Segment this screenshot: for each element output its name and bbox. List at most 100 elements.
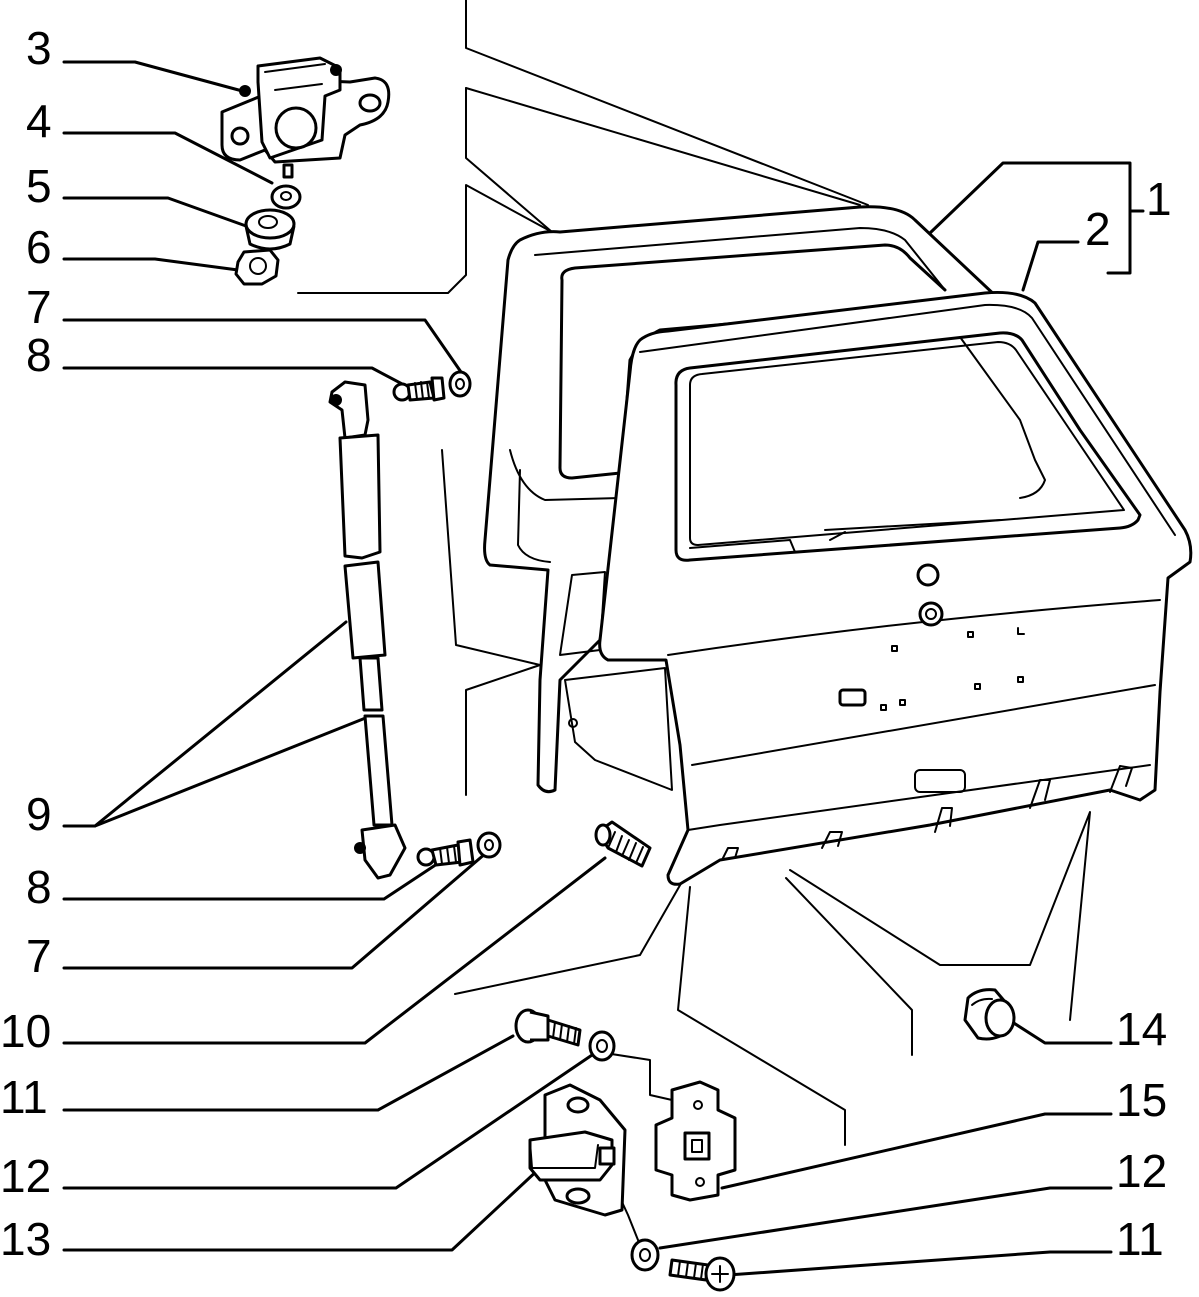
- tailgate-door-top-edge: [639, 303, 1176, 536]
- tailgate-door-glass-line: [959, 336, 1046, 499]
- guide-latch-b: [677, 886, 846, 1146]
- label-4: 4: [26, 95, 52, 147]
- leader-3: [62, 60, 248, 94]
- ball-stud-8-lower: [416, 838, 475, 867]
- tailgate-door-clips: [880, 627, 1025, 711]
- latch-13-slot-bottom: [565, 1187, 591, 1205]
- hinge-bracket-fold: [264, 63, 326, 91]
- label-3: 3: [26, 22, 52, 74]
- label-7-lower: 7: [26, 930, 52, 982]
- leader-1-bracket: [1106, 161, 1132, 275]
- tailgate-door-lower-crease: [687, 764, 1151, 831]
- washer-7-upper: [448, 370, 472, 398]
- washer-7-upper-hole: [455, 378, 465, 390]
- washer-4: [270, 184, 302, 210]
- tailgate-door-lock: [918, 601, 944, 627]
- label-7-upper: 7: [26, 281, 52, 333]
- leader-lines: [62, 60, 1145, 1277]
- leader-11-left: [62, 1034, 515, 1112]
- gas-strut-lower-end: [360, 823, 407, 880]
- tailgate-door-lock-core: [925, 608, 937, 620]
- bush-5: [244, 208, 296, 240]
- rubber-buffer-14: [963, 988, 1016, 1041]
- label-1: 1: [1146, 173, 1172, 225]
- leader-10: [62, 856, 607, 1045]
- label-13: 13: [0, 1213, 51, 1265]
- tailgate-shell: [483, 205, 1002, 794]
- label-10: 10: [0, 1005, 51, 1057]
- washer-4-hole: [280, 191, 292, 201]
- label-2: 2: [1085, 203, 1111, 255]
- label-5: 5: [26, 160, 52, 212]
- hinge-stud: [282, 163, 294, 179]
- strut-fasteners: [392, 370, 502, 867]
- washer-12-left: [588, 1030, 616, 1062]
- guide-bumper: [789, 811, 1091, 1021]
- label-12-left: 12: [0, 1150, 51, 1202]
- hinge-slot-left: [230, 126, 250, 146]
- gas-strut-cylinder-lower: [343, 560, 387, 660]
- leader-9-b: [93, 715, 370, 828]
- tailgate-door-trim-tabs: [721, 765, 1133, 861]
- tailgate-shell-outline: [483, 205, 1002, 794]
- latch-13-body-edge: [529, 1141, 599, 1169]
- hinge-pin-left: [239, 85, 251, 97]
- leader-11-right: [726, 1250, 1113, 1277]
- washer-7-lower: [476, 831, 502, 859]
- leader-15: [720, 1112, 1113, 1190]
- latch-13: [528, 1083, 627, 1217]
- tailgate-door-glass: [689, 341, 1125, 546]
- leader-5: [62, 196, 248, 228]
- tailgate-door-handle: [914, 769, 966, 793]
- hinge-slot-right: [358, 93, 382, 113]
- nut-6-hole: [249, 257, 267, 275]
- guide-top-hinge-c: [465, 87, 553, 233]
- label-11-right: 11: [1116, 1213, 1164, 1265]
- leader-12-right: [658, 1186, 1113, 1250]
- washer-12-right: [630, 1238, 660, 1272]
- leader-7-upper: [62, 318, 463, 374]
- striker-15-hole-top: [693, 1100, 703, 1110]
- nut-6: [234, 248, 280, 286]
- bolt-11-left: [514, 1008, 582, 1047]
- gas-strut-upper-ball: [330, 394, 342, 406]
- tailgate-door: [598, 291, 1193, 886]
- tailgate-shell-window-frame: [534, 227, 946, 291]
- tailgate-door-plate-light: [838, 688, 867, 707]
- label-15: 15: [1116, 1074, 1167, 1126]
- label-12-right: 12: [1116, 1145, 1167, 1197]
- latch-13-slot-top: [566, 1096, 590, 1114]
- hinge-pivot-hole: [274, 106, 318, 150]
- guide-latch-c: [785, 877, 913, 1056]
- gas-strut-lower-ball: [354, 842, 366, 854]
- screw-11-right: [668, 1256, 736, 1292]
- gas-strut-upper-end: [328, 380, 370, 440]
- leader-2: [1021, 240, 1080, 292]
- tailgate-door-wiper-trim: [689, 519, 1001, 553]
- tailgate-door-camera-badge: [916, 563, 940, 587]
- leader-8-upper: [62, 366, 408, 388]
- guide-hinge-bolt: [297, 184, 553, 294]
- label-8-lower: 8: [26, 861, 52, 913]
- label-9: 9: [26, 788, 52, 840]
- guide-striker-plate: [604, 1052, 673, 1101]
- leader-6: [62, 257, 240, 272]
- washer-7-lower-hole: [484, 839, 494, 851]
- leader-7-lower: [62, 851, 488, 970]
- leader-4: [62, 131, 274, 185]
- leader-12-left: [62, 1051, 597, 1190]
- leader-14: [1004, 1016, 1113, 1045]
- buffer-10: [594, 820, 652, 868]
- hinge-pin-right: [330, 64, 342, 76]
- tailgate-door-crease: [667, 599, 1161, 766]
- bush-5-hole: [258, 215, 278, 229]
- gas-strut-cylinder-upper: [338, 433, 382, 560]
- tailgate-shell-lower-panel: [509, 449, 621, 563]
- latch-13-catch: [598, 1146, 616, 1166]
- striker-15: [654, 1080, 737, 1202]
- hinge-fasteners: [234, 184, 302, 286]
- leader-9-a: [62, 620, 348, 828]
- guide-top-hinge-b: [465, 87, 861, 206]
- tailgate-door-window: [674, 331, 1142, 562]
- label-14: 14: [1116, 1003, 1167, 1055]
